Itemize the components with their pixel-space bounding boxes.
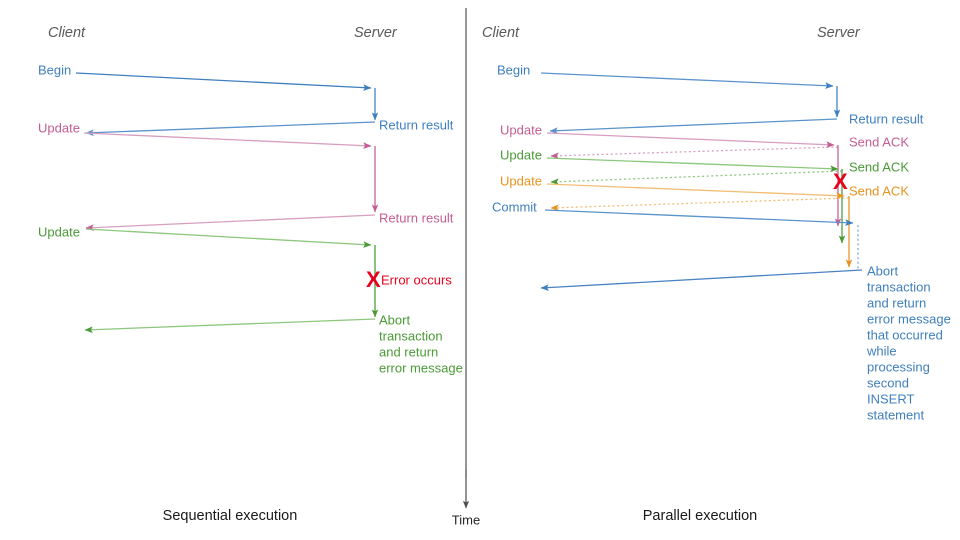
left-label-update-1: Update: [38, 120, 80, 135]
right-label-send-ack-3: Send ACK: [849, 183, 909, 198]
right-arrow-update-1: [546, 132, 835, 149]
left-arrow-update-1: [83, 132, 372, 150]
right-arrow-update-3: [546, 183, 845, 200]
right-arrow-begin: [540, 72, 834, 90]
right-actor-client: Client: [482, 25, 520, 41]
left-label-begin: Begin: [38, 62, 71, 77]
left-actor-client: Client: [48, 25, 86, 41]
right-label-abort-line6: while: [866, 343, 897, 358]
right-label-abort-line3: and return: [867, 295, 926, 310]
left-arrow-return-1: [85, 121, 376, 137]
right-arrow-return-result: [549, 118, 838, 135]
right-label-send-ack-2: Send ACK: [849, 159, 909, 174]
right-panel-caption: Parallel execution: [643, 508, 757, 524]
left-arrow-return-2: [85, 214, 376, 232]
right-error-x-icon: X: [833, 169, 848, 194]
right-label-abort-line4: error message: [867, 311, 951, 326]
right-label-abort-line2: transaction: [867, 279, 931, 294]
left-arrow-abort: [84, 318, 376, 334]
left-arrow-update-2: [85, 228, 372, 248]
right-label-abort-line5: that occurred: [867, 327, 943, 342]
right-label-update-1: Update: [500, 122, 542, 137]
right-arrow-ack-1: [550, 146, 839, 160]
right-label-update-3: Update: [500, 173, 542, 188]
left-label-error-occurs: Error occurs: [381, 272, 452, 287]
right-arrow-abort: [540, 269, 863, 291]
left-label-abort-line3: and return: [379, 344, 438, 359]
right-label-abort-line10: statement: [867, 407, 924, 422]
left-label-return-result-1: Return result: [379, 117, 454, 132]
right-label-abort-line9: INSERT: [867, 391, 914, 406]
left-panel-caption: Sequential execution: [163, 508, 298, 524]
right-label-return-result: Return result: [849, 111, 924, 126]
right-label-begin: Begin: [497, 62, 530, 77]
left-error-x-icon: X: [366, 267, 381, 292]
right-arrow-ack-2: [550, 170, 843, 186]
right-label-update-2: Update: [500, 147, 542, 162]
right-label-commit: Commit: [492, 199, 537, 214]
left-label-abort-line1: Abort: [379, 312, 410, 327]
right-label-send-ack-1: Send ACK: [849, 134, 909, 149]
right-arrow-ack-3: [550, 197, 850, 212]
right-actor-server: Server: [817, 25, 861, 41]
left-label-abort-line2: transaction: [379, 328, 443, 343]
left-arrow-begin: [75, 72, 372, 91]
right-label-abort-line7: processing: [867, 359, 930, 374]
right-arrow-commit: [544, 209, 854, 227]
right-arrow-update-2: [546, 157, 839, 173]
time-axis-label: Time: [452, 512, 480, 527]
left-actor-server: Server: [354, 25, 398, 41]
left-label-return-result-2: Return result: [379, 210, 454, 225]
left-label-abort-line4: error message: [379, 360, 463, 375]
left-label-update-2: Update: [38, 224, 80, 239]
right-label-abort-line8: second: [867, 375, 909, 390]
right-label-abort-line1: Abort: [867, 263, 898, 278]
